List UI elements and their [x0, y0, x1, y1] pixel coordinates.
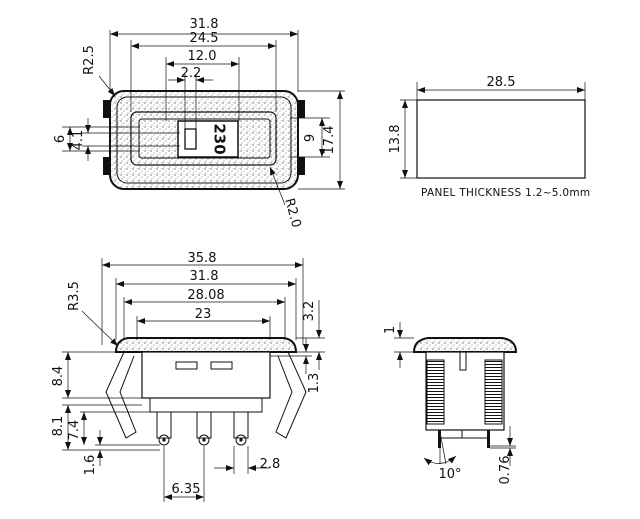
switch-label: 230: [211, 123, 229, 154]
terminal-left: [156, 411, 172, 446]
dim-window-width: 12.0: [188, 49, 217, 64]
dim-pin-pitch: 6.35: [172, 482, 201, 497]
panel-thickness-note: PANEL THICKNESS 1.2~5.0mm: [421, 187, 590, 199]
rocker-recess: [138, 118, 271, 159]
dim-radius-front: R3.5: [67, 281, 82, 311]
side-base: [426, 429, 504, 439]
dim-radius-inner: R2.0: [281, 197, 303, 230]
right-clip-top: [295, 100, 305, 118]
side-rib-left: [426, 359, 445, 425]
rocker-body: [177, 120, 239, 158]
dim-inner-width: 24.5: [190, 31, 219, 46]
front-window-right: [210, 361, 233, 370]
side-pin-right: [487, 430, 490, 448]
snap-leg-left: [105, 351, 137, 439]
dim-radius-outer: R2.5: [82, 45, 97, 75]
front-body: [141, 351, 271, 399]
dim-step: 1.3: [307, 373, 322, 394]
dim-terminal-length: 7.4: [67, 420, 82, 441]
front-base: [142, 397, 270, 413]
dim-pin-thickness: 0.76: [498, 456, 513, 485]
side-rib-right: [484, 359, 503, 425]
left-clip-top: [103, 100, 113, 118]
snap-leg-right: [275, 351, 307, 439]
dim-side-flange: 1: [383, 326, 398, 334]
dim-overall-width: 31.8: [190, 17, 219, 32]
dim-left-height-outer: 6: [53, 135, 68, 143]
dim-body-depth: 8.4: [51, 366, 66, 387]
terminal-middle: [196, 411, 212, 446]
dim-right-height-inner: 9: [303, 134, 318, 142]
dim-left-height-inner: 4.1: [71, 130, 86, 151]
dim-pin-width: 2.8: [260, 457, 281, 472]
dim-slot-width: 23: [195, 307, 212, 322]
dim-body-width: 31.8: [190, 269, 219, 284]
front-view: 35.8 31.8 28.08 23 R3.5 3.2 1.3: [51, 251, 325, 502]
dim-inner-width-front: 28.08: [187, 288, 224, 303]
left-clip-bottom: [103, 157, 113, 175]
terminal-right: [233, 411, 249, 446]
dim-switch-width: 2.2: [181, 66, 202, 81]
dim-flange-height: 3.2: [302, 301, 317, 322]
side-view: 1 10° 0.76: [383, 322, 518, 485]
bezel-inner-line: [116, 96, 292, 184]
dim-total-terminal: 8.1: [51, 416, 66, 437]
dim-snap-angle: 10°: [438, 467, 461, 482]
dim-right-height-outer: 17.4: [322, 126, 337, 155]
rocker-slot: [184, 128, 197, 150]
side-flange: [412, 337, 518, 353]
dim-terminal-tip: 1.6: [83, 455, 98, 476]
top-view: 230 31.8 24.5 12.0 2.2 R2.5 R2.0 6: [53, 17, 345, 229]
dim-flange-width: 35.8: [188, 251, 217, 266]
right-clip-bottom: [295, 157, 305, 175]
dim-cutout-height: 13.8: [388, 125, 403, 154]
dim-cutout-width: 28.5: [487, 75, 516, 90]
side-center-tab: [459, 351, 467, 371]
side-pin-left: [438, 430, 441, 448]
panel-cutout-view: 28.5 13.8 PANEL THICKNESS 1.2~5.0mm: [388, 75, 590, 199]
front-window-left: [175, 361, 198, 370]
front-flange: [114, 337, 298, 353]
panel-cutout-rect: [416, 99, 586, 179]
